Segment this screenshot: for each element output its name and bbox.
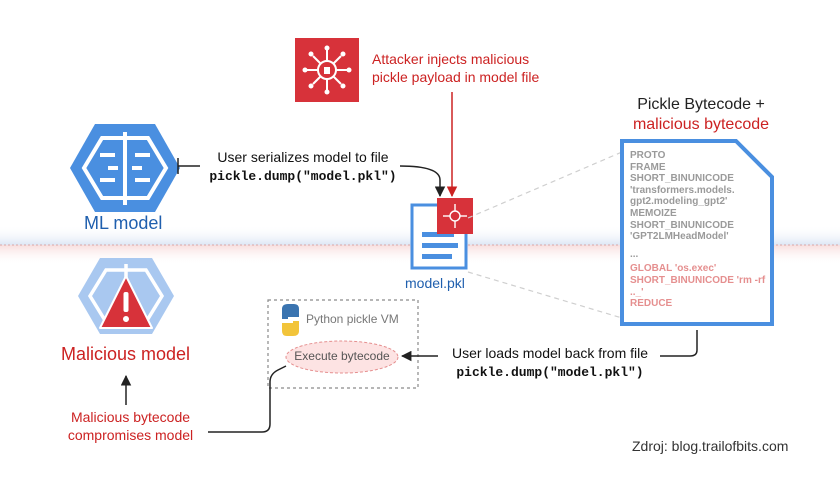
malicious-line: REDUCE (630, 298, 673, 310)
serialize-arrow (177, 158, 446, 198)
compromise-caption: Malicious bytecode compromises model (67, 409, 194, 443)
malicious-line: .._' (630, 286, 644, 298)
model-file-icon (410, 198, 473, 270)
bytecode-title: Pickle Bytecode + malicious bytecode (632, 96, 770, 133)
malicious-line: GLOBAL 'os.exec' (630, 263, 717, 275)
execute-bytecode-ellipse (285, 340, 399, 374)
python-logo-icon (282, 304, 299, 336)
bytecode-line: 'transformers.models. (630, 184, 735, 196)
serialize-caption: User serializes model to file pickle.dum… (209, 149, 397, 184)
attacker-icon (295, 38, 359, 102)
bytecode-listing: PROTO FRAME SHORT_BINUNICODE 'transforme… (630, 150, 780, 310)
pickle-vm-box (267, 299, 419, 389)
attacker-caption: Attacker injects malicious pickle payloa… (372, 51, 540, 85)
load-caption: User loads model back from file pickle.d… (451, 345, 649, 380)
source-credit: Zdroj: blog.trailofbits.com (632, 438, 789, 454)
execute-bytecode-label: Execute bytecode (294, 349, 390, 363)
pickle-vm-title: Python pickle VM (306, 312, 399, 326)
bytecode-line: SHORT_BINUNICODE (630, 219, 734, 231)
bytecode-line: FRAME (630, 161, 666, 173)
load-arrow-top (660, 330, 698, 357)
malicious-model-label: Malicious model (61, 344, 191, 364)
model-file-label: model.pkl (405, 275, 465, 291)
file-to-bytecode-connector-top (467, 151, 623, 219)
bytecode-line: MEMOIZE (630, 207, 677, 219)
bytecode-line: SHORT_BINUNICODE (630, 173, 734, 185)
bytecode-line: PROTO (630, 150, 666, 161)
bytecode-ellipsis: ... (630, 248, 639, 260)
bytecode-line: gpt2.modeling_gpt2' (630, 196, 728, 208)
file-to-bytecode-connector-bottom (467, 271, 623, 319)
bytecode-line: 'GPT2LMHeadModel' (630, 231, 729, 243)
bytecode-page (620, 139, 774, 326)
warning-icon (99, 275, 153, 329)
ml-model-brain-icon (70, 124, 180, 212)
malicious-line: SHORT_BINUNICODE 'rm -rf (630, 274, 766, 286)
ml-model-label: ML model (84, 213, 163, 233)
execute-to-compromise-connector (208, 365, 287, 433)
